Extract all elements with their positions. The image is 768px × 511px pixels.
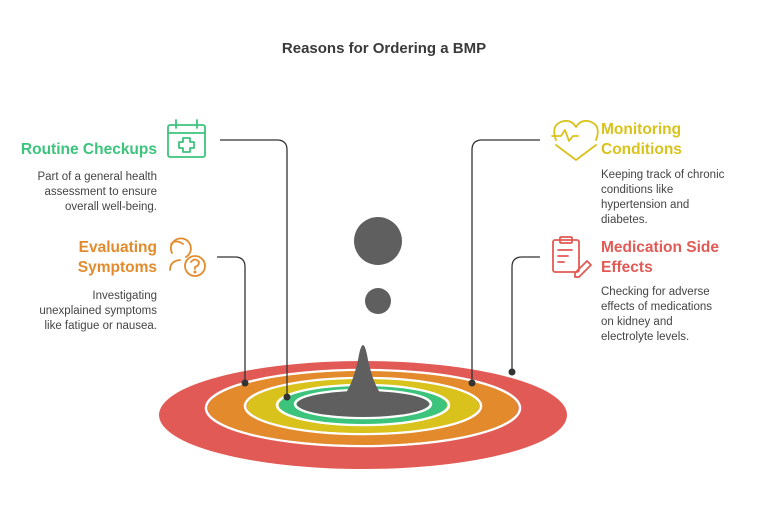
connector-routine	[220, 139, 288, 397]
connector-symptoms	[217, 256, 246, 383]
diagram-title: Reasons for Ordering a BMP	[281, 40, 487, 57]
heading-medication-side-effects: Medication Side Effects	[601, 239, 719, 276]
person-question-icon	[169, 237, 206, 277]
description-monitoring-conditions: Keeping track of chronic conditions like…	[601, 169, 725, 226]
heading-monitoring-conditions: Monitoring Conditions	[601, 121, 682, 158]
description-routine-checkups: Part of a general health assessment to e…	[37, 171, 157, 213]
connector-medication	[511, 256, 540, 372]
description-evaluating-symptoms: Investigating unexplained symptoms like …	[39, 290, 157, 332]
description-medication-side-effects: Checking for adverse effects of medicati…	[601, 286, 713, 343]
droplet-small	[365, 288, 391, 314]
connector-monitoring	[471, 139, 540, 383]
heading-evaluating-symptoms: Evaluating Symptoms	[77, 239, 157, 276]
heading-routine-checkups: Routine Checkups	[20, 141, 157, 158]
heartbeat-icon	[551, 119, 599, 161]
clipboard-pen-icon	[552, 236, 592, 278]
droplet-large	[354, 217, 402, 265]
calendar-plus-icon	[167, 119, 206, 158]
splash-peak	[318, 345, 408, 408]
